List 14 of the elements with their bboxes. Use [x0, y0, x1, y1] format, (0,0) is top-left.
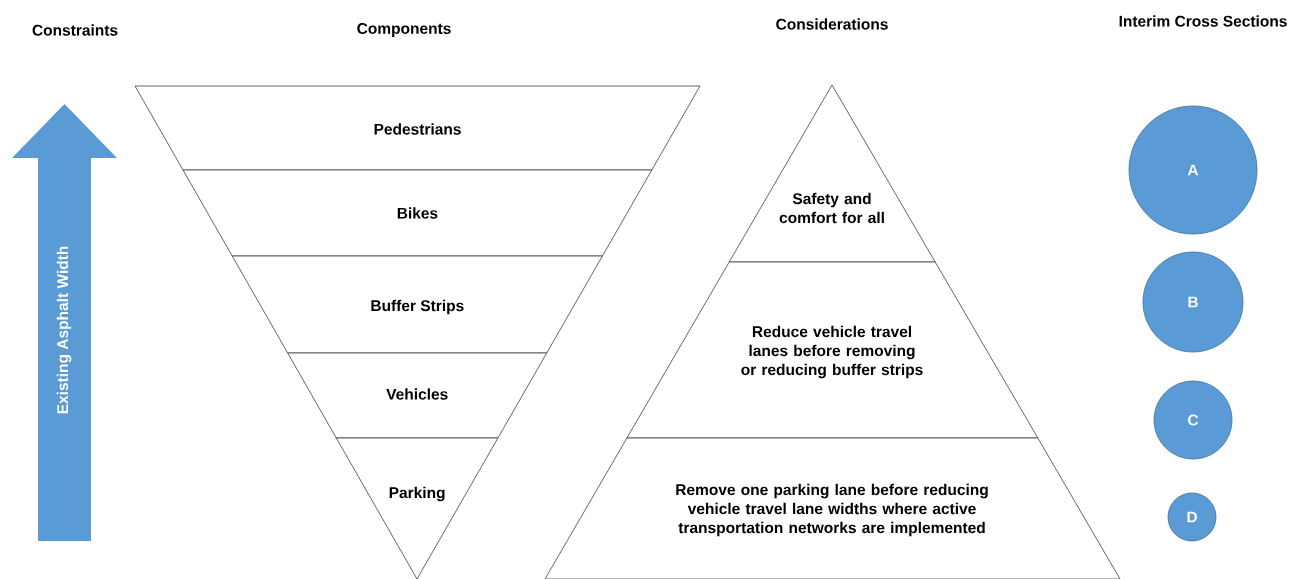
node-label: Parking: [389, 486, 445, 502]
band: Safety and comfort for all: [728, 84, 936, 263]
band: Remove one parking lane before reducing vehicle travel lane widths where active transportation networks are implemented: [544, 437, 1121, 579]
column-heading: Constraints: [32, 24, 118, 36]
band: Bikes: [182, 169, 653, 257]
column-heading: Components: [357, 23, 451, 37]
band: Buffer Strips: [231, 255, 603, 354]
node-label: Remove one parking lane before reducing vehicle travel lane widths where active transportation networks are implemented: [676, 483, 988, 537]
band: Pedestrians: [134, 85, 701, 171]
band: Vehicles: [287, 352, 548, 439]
band: Reduce vehicle travel lanes before removing or reducing buffer strips: [626, 261, 1039, 439]
column-heading: Interim Cross Sections: [1119, 15, 1287, 27]
column-heading: Considerations: [776, 18, 888, 30]
band: Parking: [335, 437, 499, 579]
